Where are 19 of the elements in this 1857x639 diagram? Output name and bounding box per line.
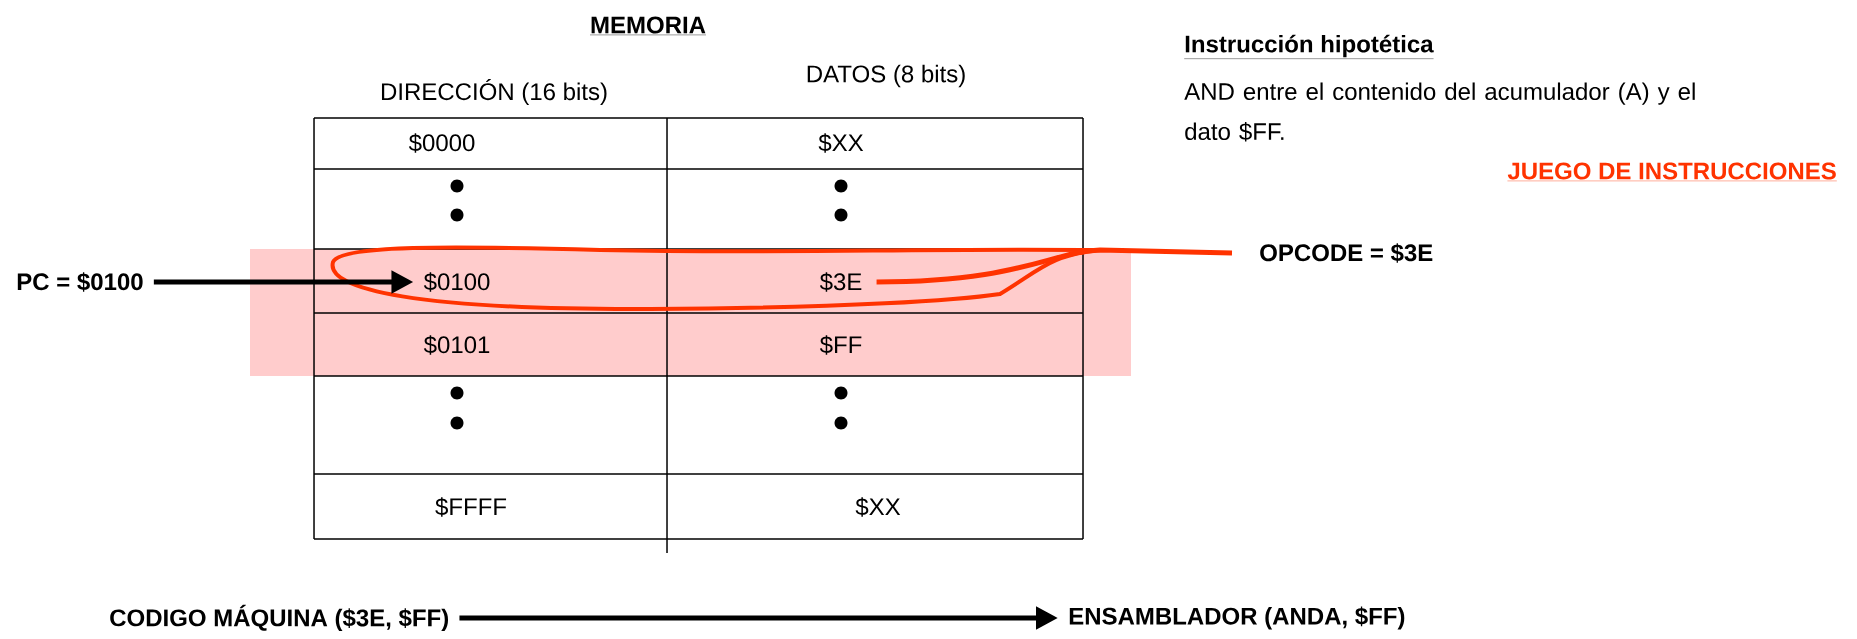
description: AND entre el contenido del acumulador (A) y el dato $FF.	[1184, 82, 1695, 142]
title: MEMORIA	[589, 16, 707, 36]
data-cell: $FF	[819, 335, 862, 355]
column-header: DIRECCIÓN (16 bits)	[382, 79, 607, 105]
data-cell: $XX	[818, 133, 864, 153]
opcode-label: OPCODE = $3E	[1260, 243, 1433, 263]
assembler-label: ENSAMBLADOR (ANDA, $FF)	[1069, 606, 1405, 630]
section-title: JUEGO DE INSTRUCCIONES	[1507, 162, 1837, 182]
machine-code-label: CODIGO MÁQUINA ($3E, $FF)	[110, 604, 448, 632]
address-cell: $FFFF	[435, 497, 507, 517]
column-header: DATOS (8 bits)	[807, 64, 965, 88]
data-cell: $XX	[855, 497, 901, 517]
address-cell: $0100	[423, 272, 490, 292]
address-cell: $0101	[423, 335, 490, 355]
heading: Instrucción hipotética	[1184, 34, 1434, 59]
connector-line	[876, 247, 1233, 285]
data-cell: $3E	[819, 272, 862, 292]
address-cell: $0000	[408, 133, 475, 153]
pointer-label: PC = $0100	[17, 272, 143, 292]
